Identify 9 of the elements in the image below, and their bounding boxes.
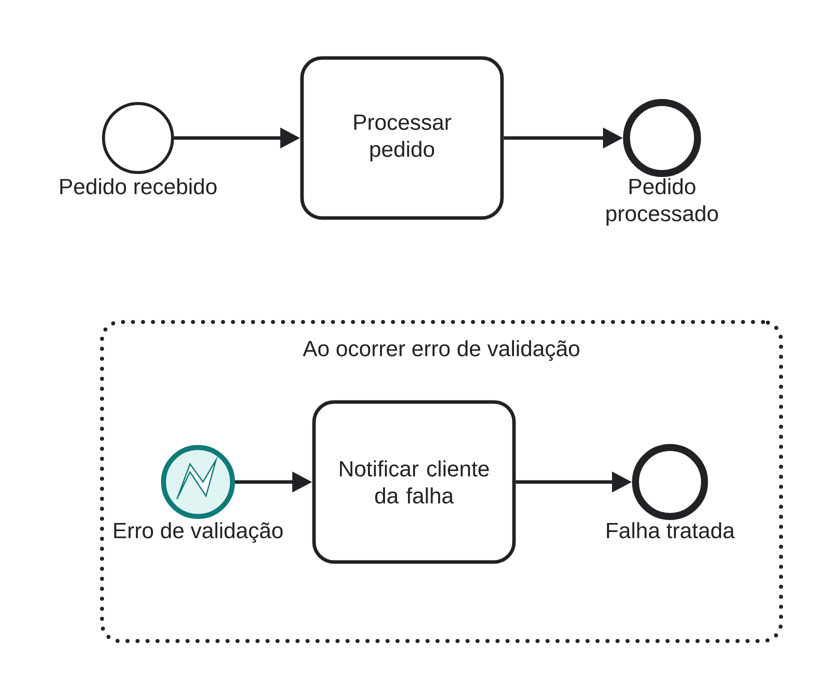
end-event-circle <box>623 99 701 177</box>
task-box: Processar pedido <box>300 56 504 220</box>
start-event-circle <box>102 102 174 174</box>
event-label: Falha tratada <box>607 522 735 538</box>
event-label: Pedido recebido <box>60 178 217 194</box>
task-box: Notificar cliente da falha <box>312 400 516 564</box>
event-label: Erro de validação <box>114 522 283 543</box>
event-label: Pedido processado <box>606 178 718 226</box>
end-event-circle <box>632 444 708 520</box>
